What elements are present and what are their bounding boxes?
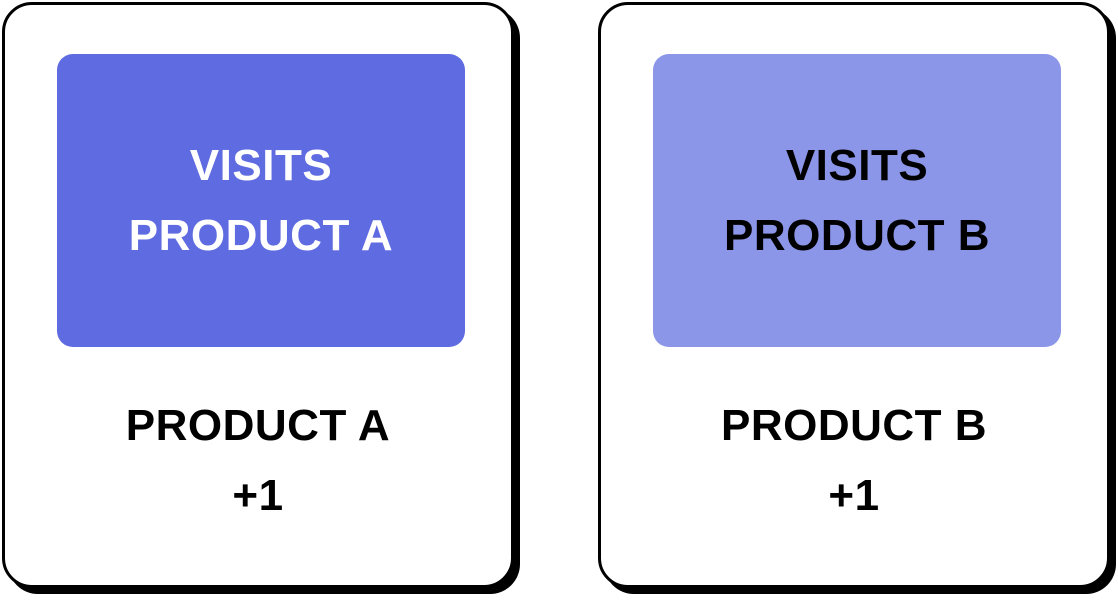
- counter-increment: +1: [232, 471, 284, 520]
- counter-label: PRODUCT A: [125, 401, 391, 450]
- event-label: VISITS PRODUCT B: [724, 131, 990, 271]
- visits-product-a-event-box: VISITS PRODUCT A: [57, 54, 465, 347]
- counter-increment: +1: [828, 471, 880, 520]
- product-a-card: VISITS PRODUCT A PRODUCT A +1: [2, 2, 514, 588]
- product-b-counter: PRODUCT B +1: [601, 391, 1107, 531]
- product-b-card: VISITS PRODUCT B PRODUCT B +1: [598, 2, 1110, 588]
- counter-label: PRODUCT B: [720, 401, 988, 450]
- event-label: VISITS PRODUCT A: [129, 131, 393, 271]
- product-a-counter: PRODUCT A +1: [5, 391, 511, 531]
- event-label-line: PRODUCT B: [723, 210, 991, 260]
- event-label-line: VISITS: [189, 140, 333, 190]
- event-label-line: VISITS: [785, 140, 929, 190]
- visits-product-b-event-box: VISITS PRODUCT B: [653, 54, 1061, 347]
- event-label-line: PRODUCT A: [128, 210, 394, 260]
